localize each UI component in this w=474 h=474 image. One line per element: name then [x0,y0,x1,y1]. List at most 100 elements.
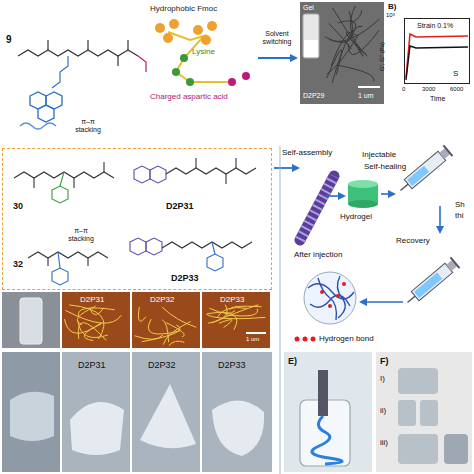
step-label: Sh [455,200,465,209]
gel-block [444,434,468,464]
vial [20,298,42,344]
afm-image [62,292,130,348]
node-text: D2P31 [166,201,194,211]
syringe-tip [318,370,328,416]
molecule-ball-model [155,19,250,86]
fibre-strand [350,6,366,55]
fibre-stripes [300,176,334,240]
inject-arrow [381,193,394,195]
rheology-plot: Strain 0.1%S [404,18,470,84]
gel-piece [10,392,54,441]
solvent-arrow [258,57,296,59]
afm-fibres [64,305,265,346]
fibre-strand [327,50,342,78]
axis-title: G', G'' (Pa) [380,41,387,70]
node-text: D2P29 [303,92,324,100]
gel-photo-tile: D2P33 [202,352,272,472]
fibre-strand [338,65,374,81]
after-injection-arrow [361,301,403,303]
node-text: 1 um [246,336,259,343]
gel-network [304,272,356,324]
gel-piece [140,384,196,448]
panel-f-photo: F)I)ii)iii) [376,352,472,472]
fmoc-rings [20,92,62,129]
gel-piece [70,402,124,455]
legend-text: Hydrogen bond [319,334,374,343]
storage-modulus-curve [406,34,468,78]
node-text: Gel [303,4,314,12]
panel-letter: B) [388,2,396,11]
scale-bar [358,86,380,88]
fibre-strand [162,307,196,327]
fibre-strand [169,341,185,345]
panel-divider [280,146,281,474]
gel-in-vial [304,40,318,57]
assembly-arrow [274,167,298,169]
fibre-strand [69,305,104,339]
node-text: D2P31 [78,360,106,370]
fibre-strand [209,308,235,313]
hydrogel-cylinder [348,180,378,208]
node-text: ii) [380,406,386,415]
fibre-strand [329,19,379,41]
legend-swatch [294,335,316,343]
node-text: D2P32 [148,360,176,370]
fibre-strand [212,305,258,323]
node-text: E) [288,356,297,366]
afm-image [132,292,200,348]
node-text: D2P32 [150,295,174,304]
gel-block [420,400,438,426]
step-label: thi [455,211,463,220]
fibre-strand [78,308,114,316]
fibre-strand [66,310,122,323]
gel-photo [62,352,130,472]
gel-vial-inset [303,14,319,58]
panel-e-photo: E) [284,352,372,472]
tem-background [300,2,384,104]
step-label: Injectable [362,150,396,159]
step-label: Self-assembly [282,148,332,157]
syringe [403,257,459,308]
node-text: 30 [13,201,23,211]
afm-image-tile: D2P33 1 um [202,292,272,348]
step-label: Recovery [396,236,430,245]
node-text: D2P33 [220,295,244,304]
peptide-skeleton [18,40,146,88]
step-label: Self-healing [364,162,406,171]
axis-tick: 0 [402,86,405,93]
tem-fibres [325,6,379,83]
gel-block [398,368,438,394]
node-text: D2P31 [80,295,104,304]
step-label: Hydrogel [340,212,372,221]
node-text: D2P33 [218,360,246,370]
node-text: Strain 0.1% [417,22,453,30]
interaction-label: π–π stacking [70,118,106,134]
loss-modulus-curve [406,46,468,80]
peptide-structures [14,158,256,285]
node-text: iii) [380,438,388,447]
axis-title: Time [430,95,445,103]
fibre-strand [325,11,353,42]
gel-photo [2,352,60,472]
axis-tick: 3000 [422,86,435,93]
fibre-strand [77,306,95,324]
tem-image-tile: GelD2P29 1 um [300,2,384,104]
vial-photo [2,292,60,348]
fibre-strand [352,10,362,23]
axis-tick: 6000 [450,86,463,93]
fibre-strand [163,321,190,344]
step-label: After injection [294,250,342,259]
gel-block [398,434,438,464]
node-text: 1 um [358,92,374,100]
molecule-label: 9 [6,34,12,46]
afm-image-tile: D2P32 [132,292,200,348]
node-text: D2P33 [171,273,199,283]
axis-tick: 10³ [386,12,395,19]
gel-piece [212,400,264,456]
afm-image [202,292,270,348]
node-text: I) [380,374,385,383]
part-label: Lysine [192,47,215,56]
gel-photo-tile: D2P32 [132,352,200,472]
fibre-strand [206,314,265,319]
